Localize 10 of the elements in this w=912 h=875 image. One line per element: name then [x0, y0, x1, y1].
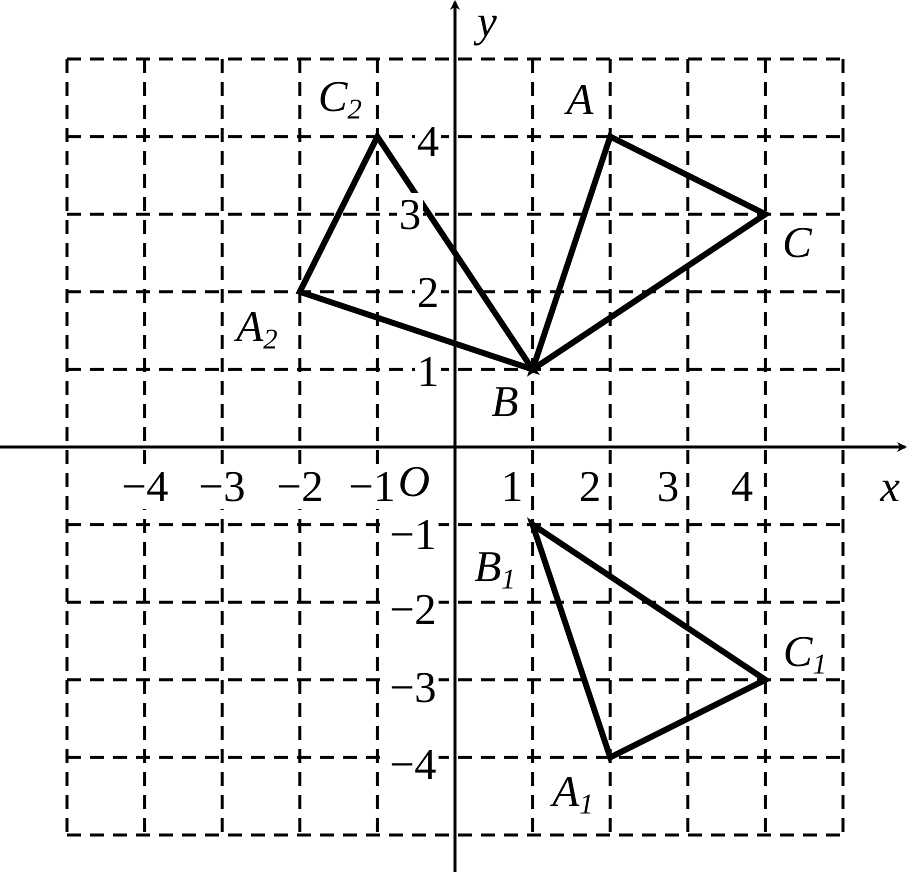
vertex-label: C$_{1}$ — [783, 630, 827, 680]
vertex-label: C$_{2}$ — [318, 75, 362, 125]
vertex-label: A$_{2}$ — [236, 305, 278, 355]
origin-label: O — [398, 460, 430, 504]
vertex-label: B — [492, 380, 518, 424]
vertex-label: A$_{1}$ — [552, 770, 594, 820]
axis-label: x — [880, 465, 900, 509]
vertex-label: A — [566, 78, 594, 122]
vertex-label: C — [782, 221, 812, 265]
vertex-label: B$_{1}$ — [474, 545, 516, 595]
